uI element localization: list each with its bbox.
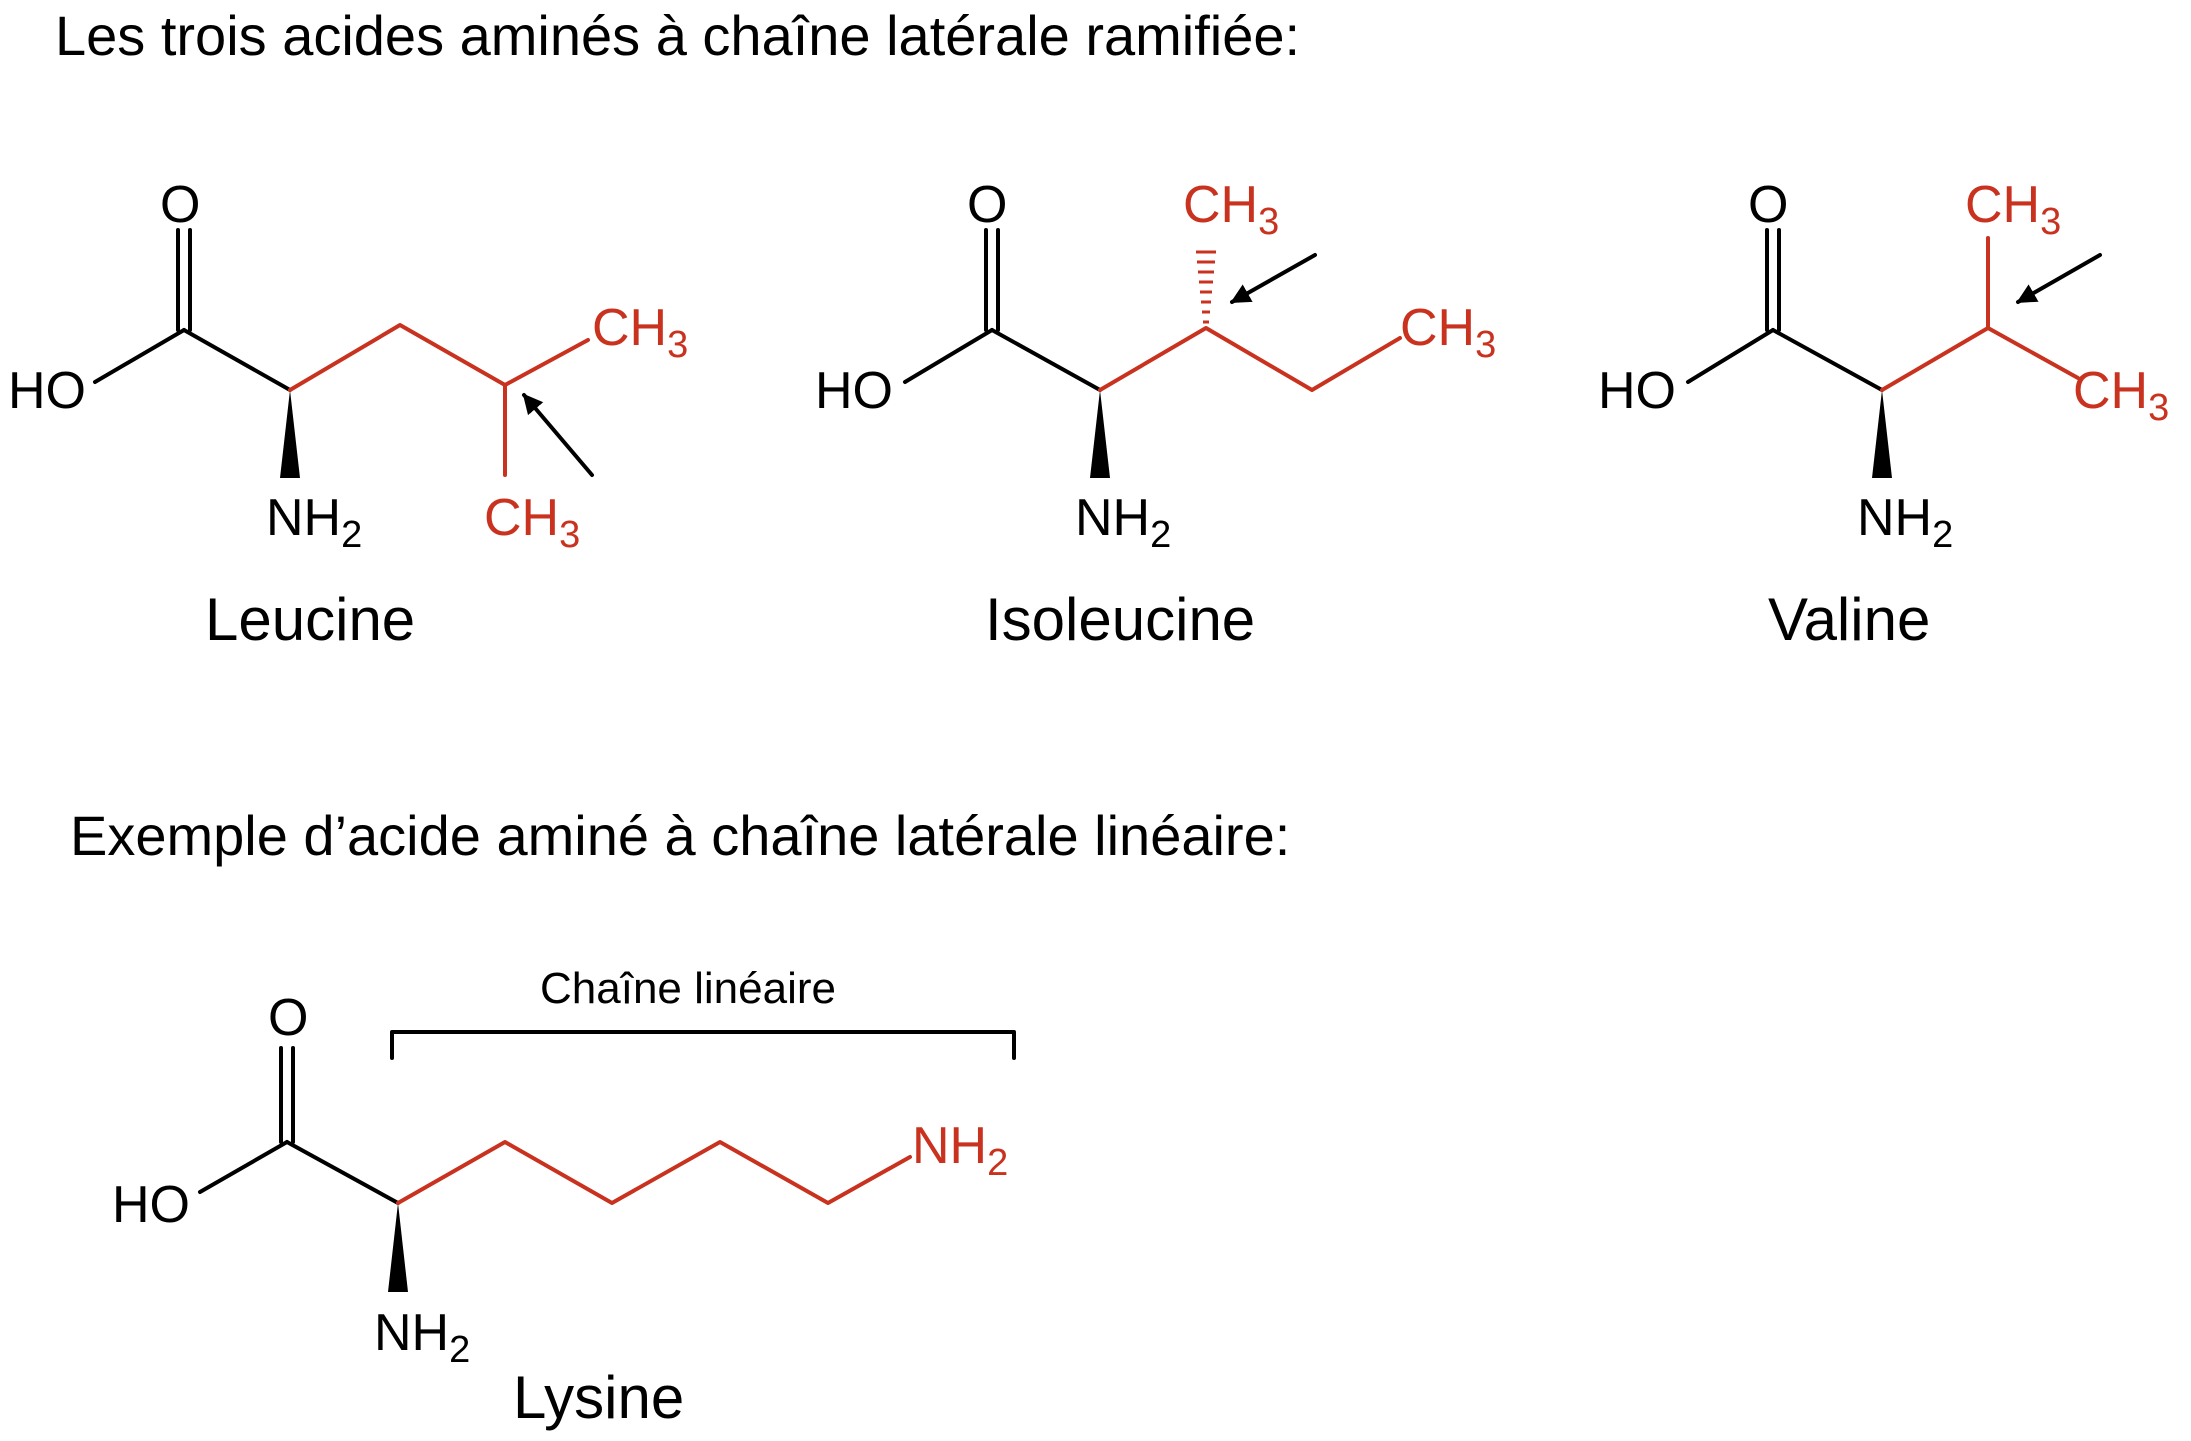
valine-oxygen: O <box>1748 176 1788 234</box>
leucine-name: Leucine <box>205 586 415 653</box>
leucine-structure: O HO NH2 CH3 CH3 Leucine <box>8 176 688 653</box>
isoleucine-name: Isoleucine <box>985 586 1255 653</box>
valine-name: Valine <box>1768 586 1930 653</box>
leucine-oxygen: O <box>160 176 200 234</box>
lysine-epsilon-amine: NH2 <box>912 1117 1008 1184</box>
lysine-structure: Chaîne linéaire O HO NH2 NH2 Lysine <box>112 964 1016 1431</box>
valine-wedge-bond <box>1872 390 1892 478</box>
lysine-alpha-amine: NH2 <box>374 1304 470 1371</box>
leucine-amine: NH2 <box>266 489 362 556</box>
isoleucine-structure: O HO NH2 CH3 CH3 Isoleucine <box>815 176 1496 653</box>
leucine-methyl-lower: CH3 <box>484 489 580 556</box>
valine-hydroxyl: HO <box>1598 362 1676 420</box>
isoleucine-side-chain <box>1098 326 1402 392</box>
lysine-wedge-bond <box>388 1203 408 1292</box>
isoleucine-wedge-bond <box>1090 390 1110 478</box>
leucine-arrow <box>522 393 594 477</box>
lysine-side-chain <box>396 1140 912 1205</box>
valine-structure: O HO NH2 CH3 CH3 Valine <box>1598 176 2169 653</box>
valine-methyl-upper: CH3 <box>1965 176 2061 243</box>
valine-amine: NH2 <box>1857 489 1953 556</box>
leucine-side-chain <box>288 323 590 392</box>
isoleucine-oxygen: O <box>967 176 1007 234</box>
lysine-oxygen: O <box>268 989 308 1047</box>
isoleucine-methyl-upper: CH3 <box>1183 176 1279 243</box>
isoleucine-arrow <box>1230 253 1317 304</box>
valine-side-chain <box>1880 326 2080 392</box>
leucine-methyl-upper: CH3 <box>592 299 688 366</box>
branched-heading: Les trois acides aminés à chaîne latéral… <box>55 4 1300 67</box>
leucine-hydroxyl: HO <box>8 362 86 420</box>
linear-chain-label: Chaîne linéaire <box>540 964 836 1013</box>
isoleucine-methyl-terminal: CH3 <box>1400 299 1496 366</box>
linear-heading: Exemple d’acide aminé à chaîne latérale … <box>70 804 1290 867</box>
valine-methyl-lower: CH3 <box>2073 362 2169 429</box>
lysine-name: Lysine <box>513 1364 684 1431</box>
isoleucine-hashed-bond <box>1196 250 1216 324</box>
valine-arrow <box>2016 253 2102 304</box>
isoleucine-hydroxyl: HO <box>815 362 893 420</box>
isoleucine-amine: NH2 <box>1075 489 1171 556</box>
linear-chain-bracket <box>390 1030 1016 1060</box>
lysine-hydroxyl: HO <box>112 1176 190 1234</box>
leucine-wedge-bond <box>280 390 300 478</box>
